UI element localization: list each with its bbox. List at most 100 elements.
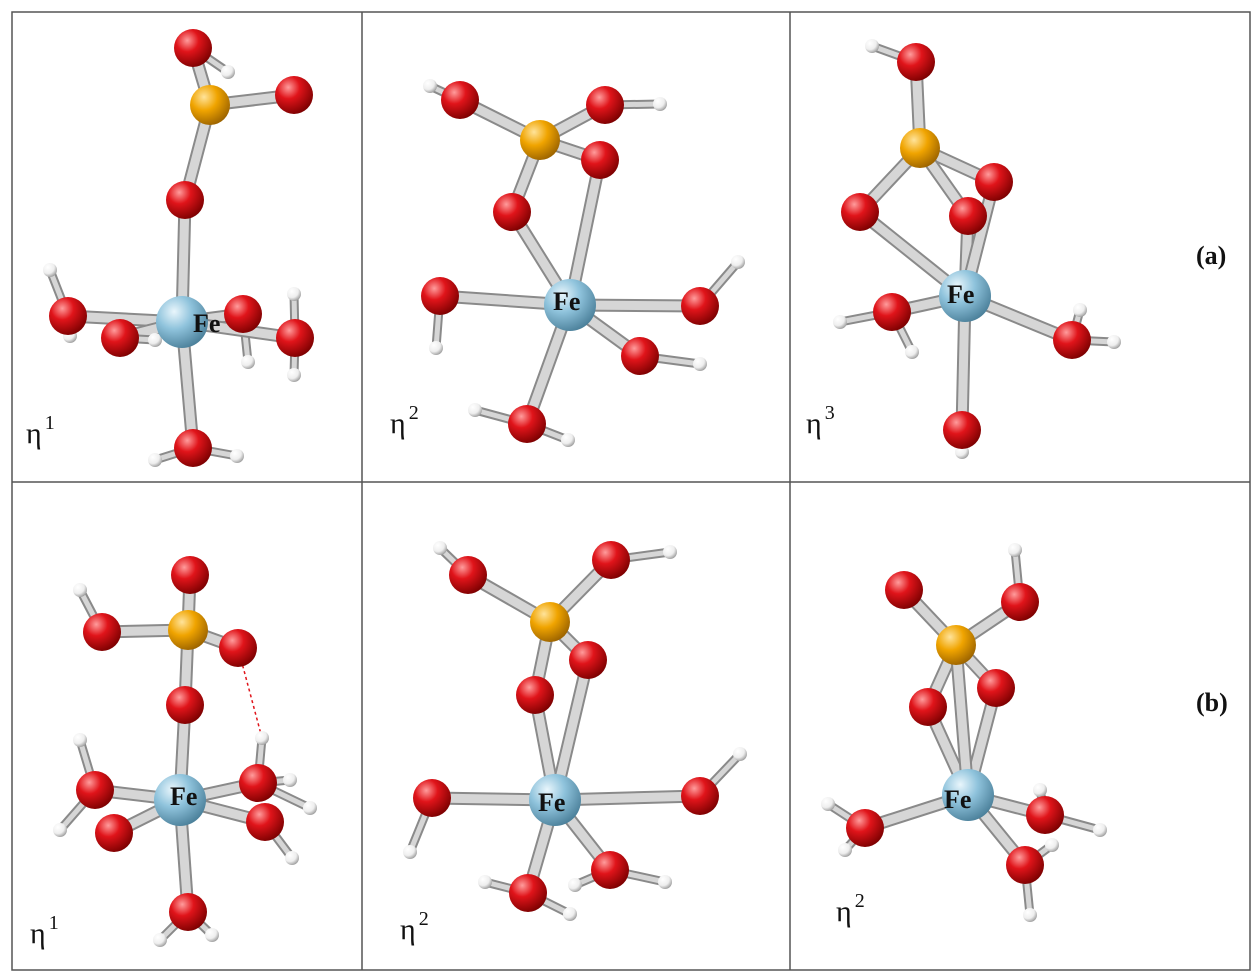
sulfur-atom (168, 610, 208, 650)
hydrogen-atom (653, 97, 667, 111)
hydrogen-atom (153, 933, 167, 947)
oxygen-atom (509, 874, 547, 912)
oxygen-atom (909, 688, 947, 726)
fe-label-b3: Fe (944, 785, 971, 814)
oxygen-atom (246, 803, 284, 841)
oxygen-atom (166, 686, 204, 724)
hydrogen-atom (658, 875, 672, 889)
hydrogen-atom (283, 773, 297, 787)
hydrogen-atom (433, 541, 447, 555)
oxygen-atom (508, 405, 546, 443)
iron-atom (154, 774, 206, 826)
oxygen-atom (95, 814, 133, 852)
oxygen-atom (569, 641, 607, 679)
oxygen-atom (1006, 846, 1044, 884)
hydrogen-atom (285, 851, 299, 865)
oxygen-atom (681, 777, 719, 815)
oxygen-atom (224, 295, 262, 333)
hydrogen-atom (693, 357, 707, 371)
oxygen-atom (174, 429, 212, 467)
hydrogen-atom (1023, 908, 1037, 922)
hydrogen-atom (478, 875, 492, 889)
oxygen-atom (169, 893, 207, 931)
hydrogen-atom (905, 345, 919, 359)
iron-atom (156, 296, 208, 348)
hydrogen-atom (561, 433, 575, 447)
oxygen-atom (1001, 583, 1039, 621)
oxygen-atom (586, 86, 624, 124)
hydrogen-atom (429, 341, 443, 355)
oxygen-atom (846, 809, 884, 847)
oxygen-atom (275, 76, 313, 114)
sulfur-atom (190, 85, 230, 125)
hydrogen-atom (255, 731, 269, 745)
oxygen-atom (166, 181, 204, 219)
oxygen-atom (592, 541, 630, 579)
hydrogen-atom (1033, 783, 1047, 797)
row-label-a: (a) (1196, 241, 1227, 270)
iron-atom (939, 270, 991, 322)
oxygen-atom (591, 851, 629, 889)
hydrogen-atom (838, 843, 852, 857)
atoms-layer (43, 29, 1121, 947)
sulfur-atom (520, 120, 560, 160)
hydrogen-atom (303, 801, 317, 815)
fe-label-b2: Fe (538, 788, 565, 817)
hydrogen-atom (73, 733, 87, 747)
hydrogen-atom (403, 845, 417, 859)
hydrogen-atom (731, 255, 745, 269)
sulfur-atom (936, 625, 976, 665)
hydrogen-atom (563, 907, 577, 921)
iron-atom (942, 769, 994, 821)
hydrogen-atom (43, 263, 57, 277)
hydrogen-atom (205, 928, 219, 942)
oxygen-atom (101, 319, 139, 357)
sulfur-atom (530, 602, 570, 642)
hydrogen-atom (423, 79, 437, 93)
oxygen-atom (449, 556, 487, 594)
hydrogen-atom (1008, 543, 1022, 557)
oxygen-atom (239, 764, 277, 802)
oxygen-atom (276, 319, 314, 357)
iron-atom (529, 774, 581, 826)
oxygen-atom (76, 771, 114, 809)
oxygen-atom (83, 613, 121, 651)
oxygen-atom (493, 193, 531, 231)
hydrogen-atom (287, 368, 301, 382)
hydrogen-atom (865, 39, 879, 53)
panel-grid (11, 11, 1251, 971)
oxygen-atom (943, 411, 981, 449)
oxygen-atom (885, 571, 923, 609)
oxygen-atom (841, 193, 879, 231)
oxygen-atom (516, 676, 554, 714)
hydrogen-atom (287, 287, 301, 301)
row-label-b: (b) (1196, 688, 1228, 717)
oxygen-atom (1026, 796, 1064, 834)
oxygen-atom (219, 629, 257, 667)
oxygen-atom (681, 287, 719, 325)
fe-label-a1: Fe (193, 309, 220, 338)
oxygen-atom (897, 43, 935, 81)
fe-label-a2: Fe (553, 287, 580, 316)
oxygen-atom (1053, 321, 1091, 359)
hydrogen-atom (148, 453, 162, 467)
oxygen-atom (413, 779, 451, 817)
hydrogen-atom (221, 65, 235, 79)
fe-label-b1: Fe (170, 782, 197, 811)
hydrogen-atom (821, 797, 835, 811)
oxygen-atom (949, 197, 987, 235)
hydrogen-atom (230, 449, 244, 463)
hydrogen-atom (1093, 823, 1107, 837)
oxygen-atom (873, 293, 911, 331)
oxygen-atom (977, 669, 1015, 707)
oxygen-atom (174, 29, 212, 67)
hydrogen-atom (733, 747, 747, 761)
oxygen-atom (975, 163, 1013, 201)
